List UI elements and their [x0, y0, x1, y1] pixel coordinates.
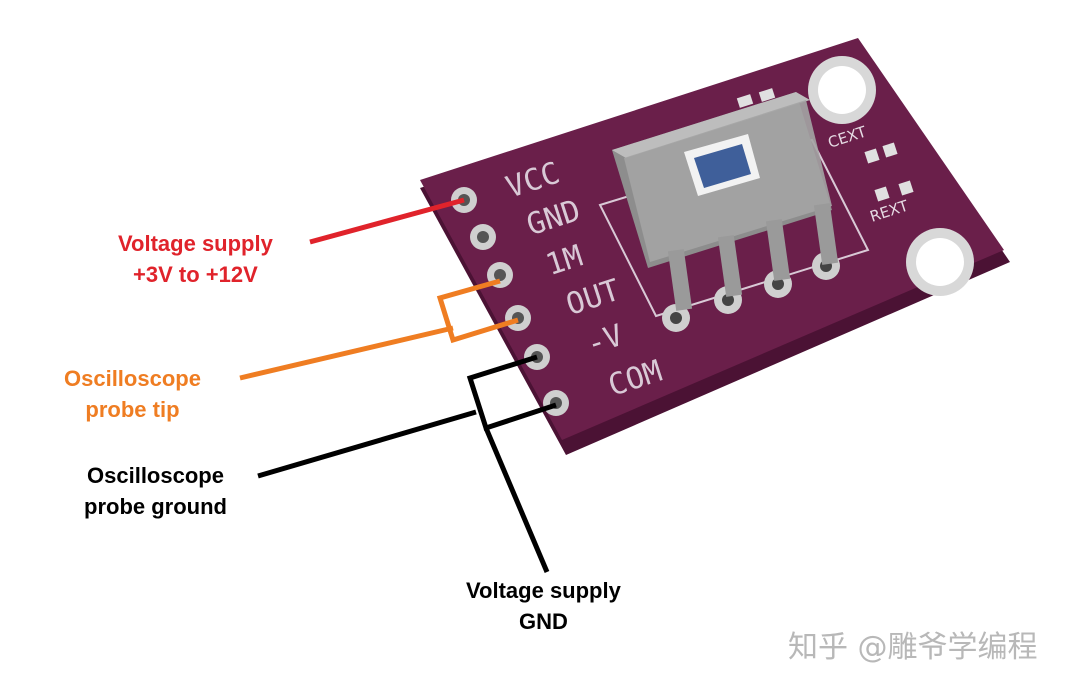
vcc-callout-line: [309, 197, 465, 245]
probe-tip-title: Oscilloscope: [64, 366, 201, 391]
voltage-supply-range: +3V to +12V: [133, 262, 258, 287]
photodiode-window: [684, 134, 760, 196]
mounting-hole-bottom: [906, 228, 974, 296]
probe-ground-title: Oscilloscope: [87, 463, 224, 488]
probe-tip-callout-lines: [239, 278, 519, 381]
probe-tip-callout: Oscilloscope probe tip: [64, 363, 201, 425]
voltage-supply-title: Voltage supply: [118, 231, 273, 256]
smd-pads: [736, 88, 914, 202]
mounting-hole-top: [808, 56, 876, 124]
supply-gnd-callout: Voltage supply GND: [466, 575, 621, 637]
probe-ground-subtitle: probe ground: [84, 494, 227, 519]
ground-callout-lines: [257, 354, 557, 573]
probe-tip-subtitle: probe tip: [85, 397, 180, 422]
supply-gnd-subtitle: GND: [518, 609, 568, 634]
probe-ground-callout: Oscilloscope probe ground: [84, 460, 227, 522]
voltage-supply-callout: Voltage supply +3V to +12V: [118, 228, 273, 290]
watermark: 知乎 @雕爷学编程: [788, 630, 1038, 665]
supply-gnd-title: Voltage supply: [466, 578, 621, 603]
